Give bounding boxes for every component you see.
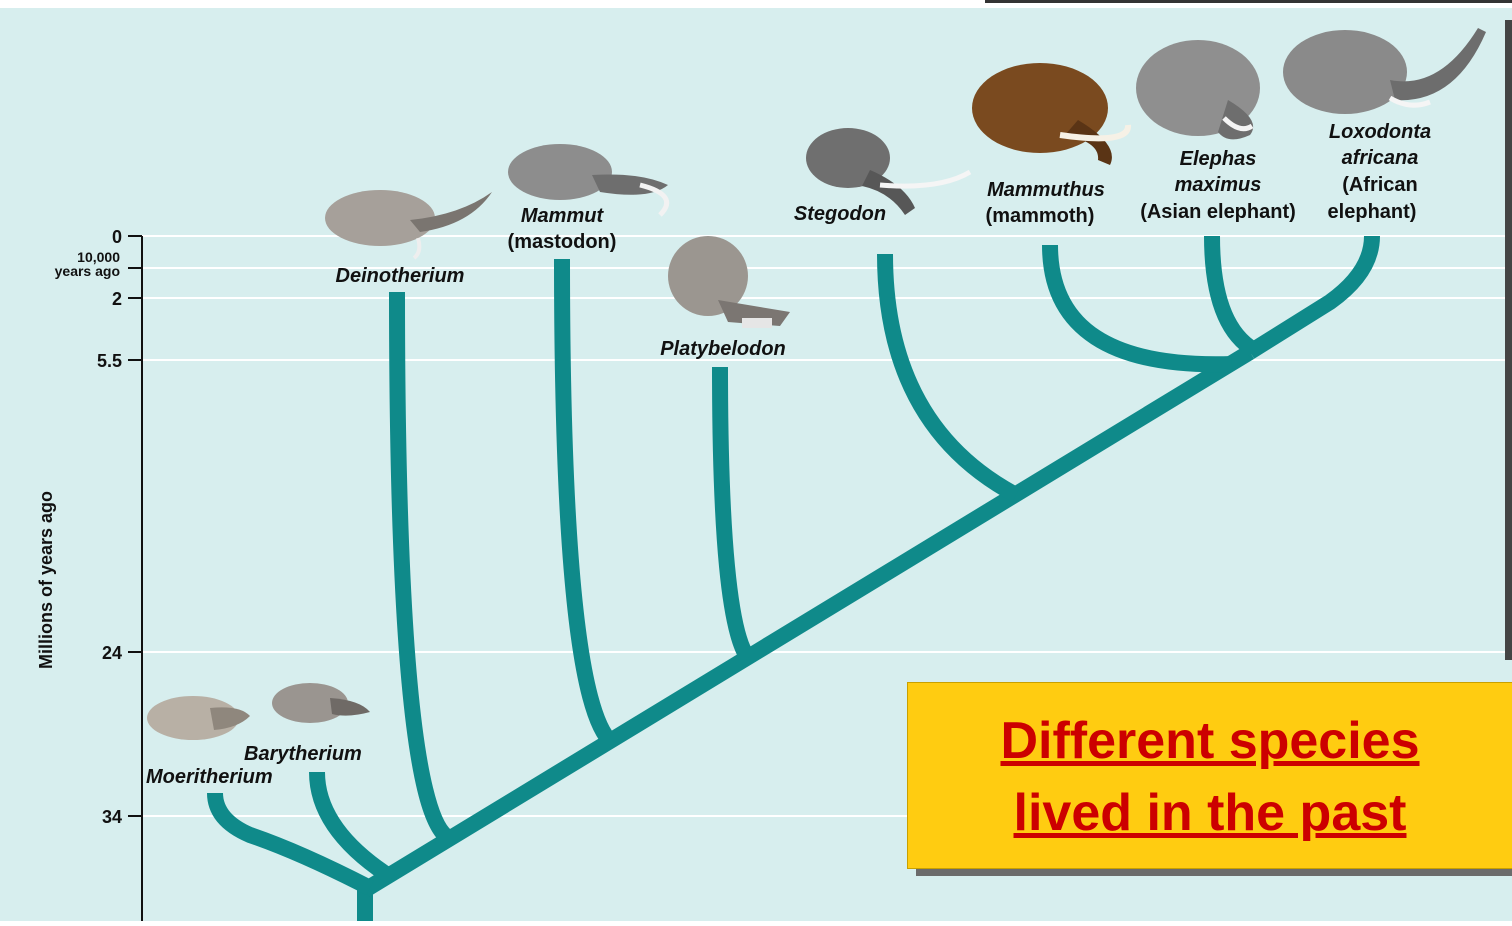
callout-box: Different species lived in the past: [908, 683, 1512, 868]
ytick-5-5: 5.5: [97, 351, 122, 371]
label-stegodon: Stegodon: [794, 203, 886, 225]
ytick-years-ago: years ago: [55, 263, 120, 279]
label-loxodonta-species: africana: [1342, 147, 1419, 169]
ytick-24: 24: [102, 643, 122, 663]
label-loxodonta-common-1: (African: [1342, 174, 1418, 196]
label-mammuthus-common: (mammoth): [986, 205, 1095, 227]
label-elephas-common: (Asian elephant): [1140, 201, 1296, 223]
frame-top-edge: [985, 0, 1512, 3]
label-moeritherium: Moeritherium: [146, 766, 273, 788]
label-mammuthus: Mammuthus: [987, 179, 1105, 201]
callout-line-2: lived in the past: [908, 783, 1512, 843]
ytick-34: 34: [102, 807, 122, 827]
label-loxodonta-common-2: elephant): [1328, 201, 1417, 223]
label-deinotherium: Deinotherium: [336, 265, 465, 287]
label-loxodonta-genus: Loxodonta: [1329, 121, 1431, 143]
label-barytherium: Barytherium: [244, 743, 362, 765]
frame-right-edge: [1505, 20, 1512, 660]
label-elephas-genus: Elephas: [1180, 148, 1257, 170]
y-axis-label: Millions of years ago: [36, 491, 56, 669]
label-platybelodon: Platybelodon: [660, 338, 786, 360]
label-mammut-common: (mastodon): [508, 231, 617, 253]
label-mammut: Mammut: [521, 205, 605, 227]
callout-line-1: Different species: [908, 711, 1512, 771]
ytick-2: 2: [112, 289, 122, 309]
ytick-0: 0: [112, 227, 122, 247]
label-elephas-species: maximus: [1175, 174, 1262, 196]
